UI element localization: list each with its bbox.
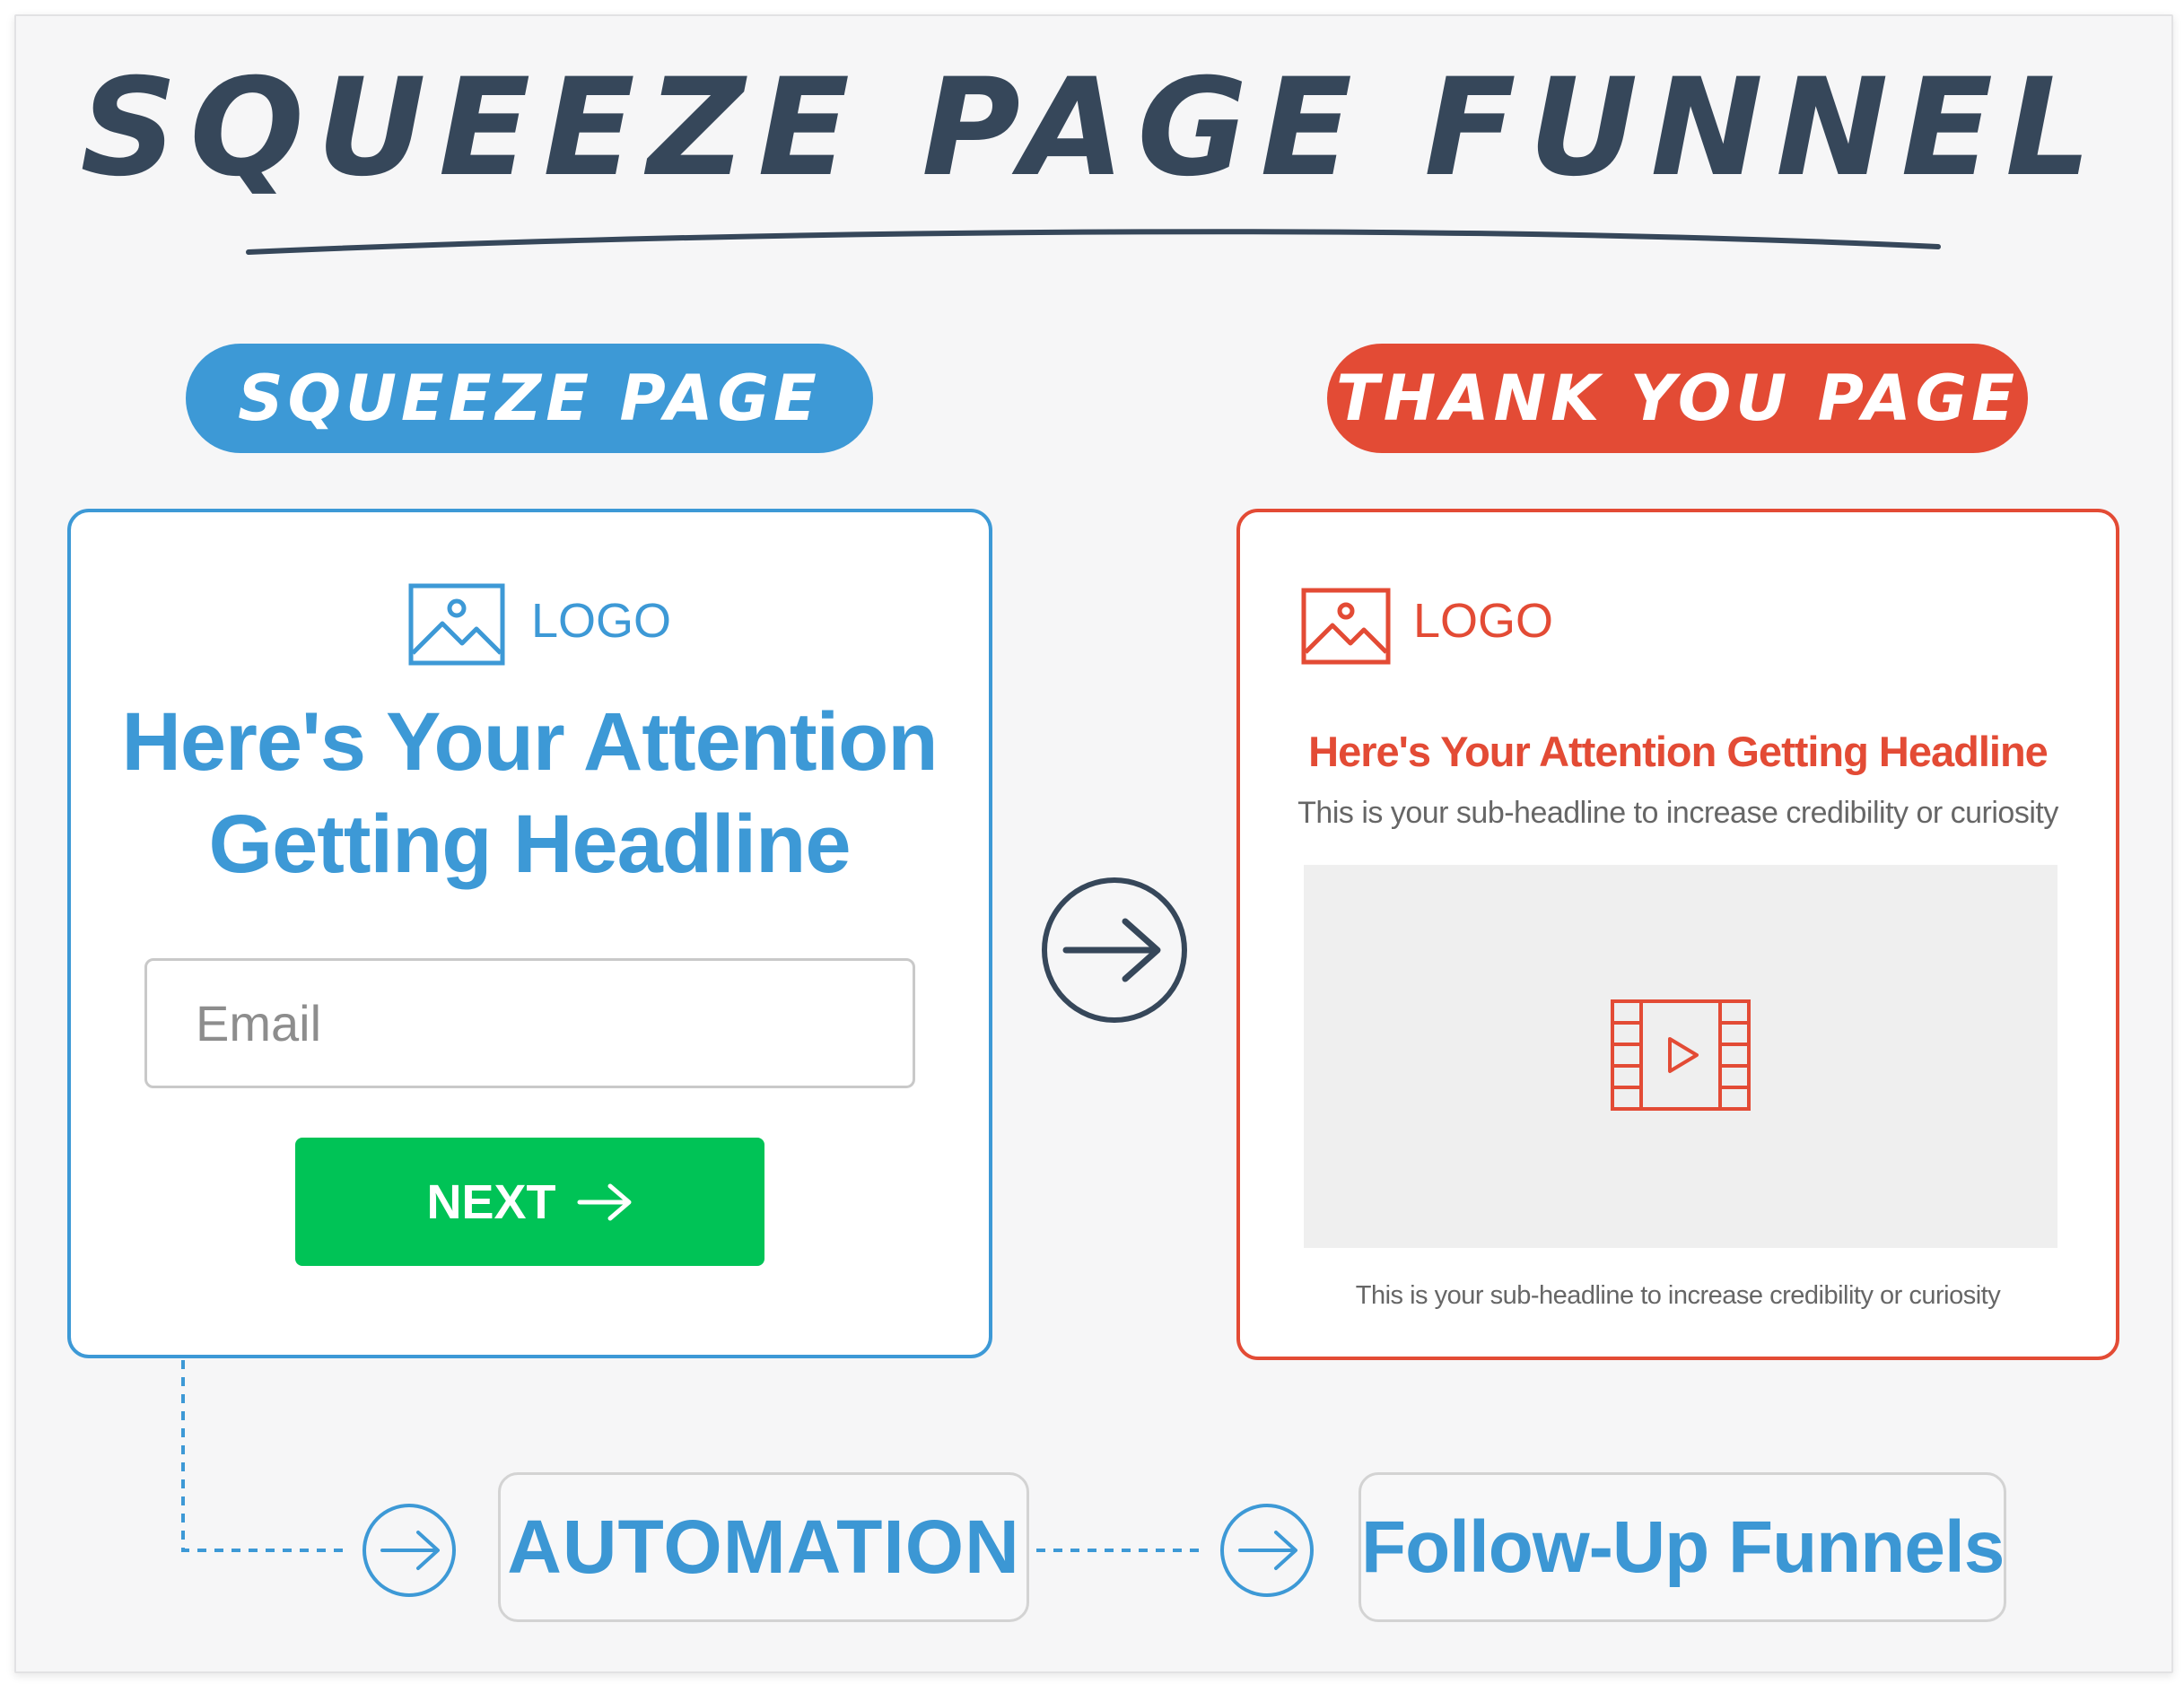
thank-you-logo-text: LOGO xyxy=(1413,594,1554,648)
squeeze-headline-line-1: Here's Your Attention xyxy=(121,696,938,788)
thank-you-page-label: Thank You Page xyxy=(1327,344,2028,453)
squeeze-headline: Here's Your Attention Getting Headline xyxy=(72,691,987,895)
next-button[interactable]: NEXT xyxy=(295,1138,764,1266)
arrow-circle-right-icon xyxy=(1220,1504,1314,1597)
arrow-circle-right-icon xyxy=(1042,877,1187,1023)
image-icon xyxy=(1301,588,1391,665)
email-input[interactable]: Email xyxy=(144,958,915,1088)
email-placeholder: Email xyxy=(196,995,322,1051)
follow-up-funnels-box: Follow-Up Funnels xyxy=(1358,1472,2006,1622)
automation-connector xyxy=(181,1360,1201,1552)
title-underline xyxy=(246,229,1941,255)
image-icon xyxy=(408,583,505,666)
diagram-title: Squeeze Page Funnel xyxy=(80,50,2104,206)
squeeze-logo-text: LOGO xyxy=(531,594,672,648)
automation-box: AUTOMATION xyxy=(498,1472,1029,1622)
thank-you-subheadline: This is your sub-headline to increase cr… xyxy=(1297,796,2058,830)
next-button-label: NEXT xyxy=(426,1174,556,1229)
arrow-circle-right-icon xyxy=(363,1504,456,1597)
arrow-right-icon xyxy=(577,1183,632,1220)
squeeze-headline-line-2: Getting Headline xyxy=(208,798,852,890)
video-placeholder[interactable] xyxy=(1304,865,2057,1248)
thank-you-headline: Here's Your Attention Getting Headline xyxy=(1308,728,2049,775)
thank-you-caption: This is your sub-headline to increase cr… xyxy=(1355,1281,2001,1310)
film-play-icon xyxy=(1611,999,1751,1111)
squeeze-page-label: Squeeze Page xyxy=(186,344,873,453)
